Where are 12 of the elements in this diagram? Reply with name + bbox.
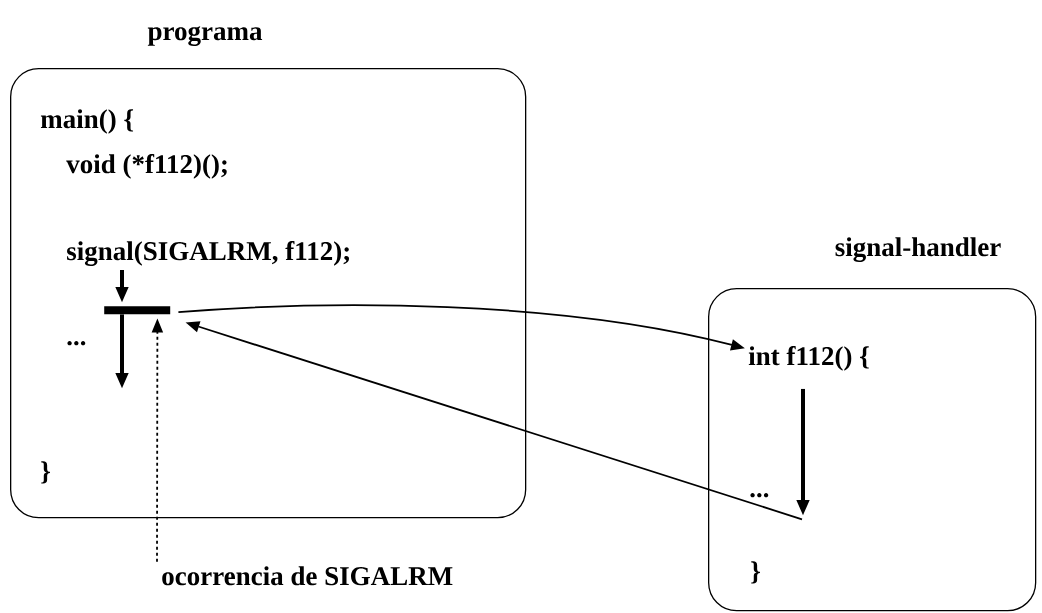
- code-line: }: [41, 461, 50, 484]
- panel-heading: signal-handler: [835, 237, 1001, 262]
- code-line: }: [751, 561, 760, 584]
- annotation-text: ocorrencia de SIGALRM: [162, 566, 453, 586]
- bar: [104, 306, 171, 315]
- code-line: int f112() {: [748, 346, 869, 371]
- panel-heading: programa: [147, 26, 263, 46]
- code-line: ...: [750, 493, 769, 498]
- code-line: main() {: [40, 109, 134, 134]
- code-line: void (*f112)();: [66, 154, 227, 179]
- code-line: signal(SIGALRM, f112);: [67, 241, 349, 266]
- code-line: ...: [67, 341, 86, 346]
